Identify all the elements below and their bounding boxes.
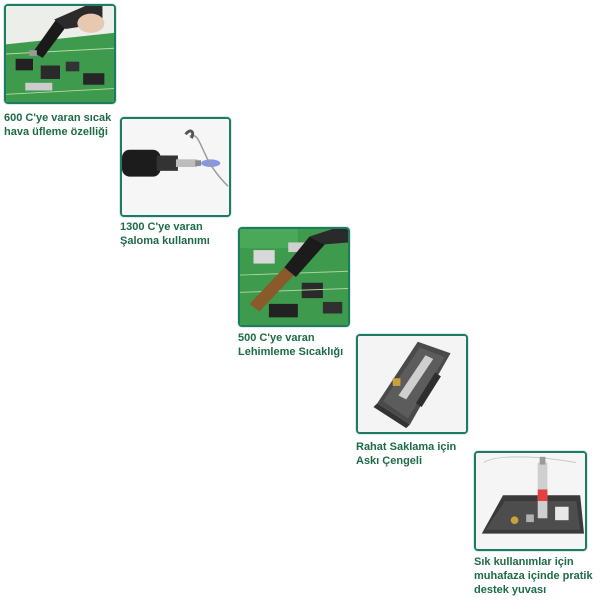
storage-case-photo[interactable] xyxy=(356,334,468,434)
feature-caption: Sık kullanımlar için muhafaza içinde pra… xyxy=(474,556,593,596)
feature-caption: 600 C'ye varan sıcak hava üfleme özelliğ… xyxy=(4,112,112,138)
feature-caption: 500 C'ye varan Lehimleme Sıcaklığı xyxy=(238,332,344,358)
feature-caption: Rahat Saklama için Askı Çengeli xyxy=(356,441,457,467)
stand-tray-photo[interactable] xyxy=(474,451,587,551)
torch-flame-photo[interactable] xyxy=(120,117,231,217)
hot-air-pcb-photo[interactable] xyxy=(4,4,116,104)
soldering-pcb-photo[interactable] xyxy=(238,227,350,327)
feature-caption: 1300 C'ye varan Şaloma kullanımı xyxy=(120,221,210,247)
